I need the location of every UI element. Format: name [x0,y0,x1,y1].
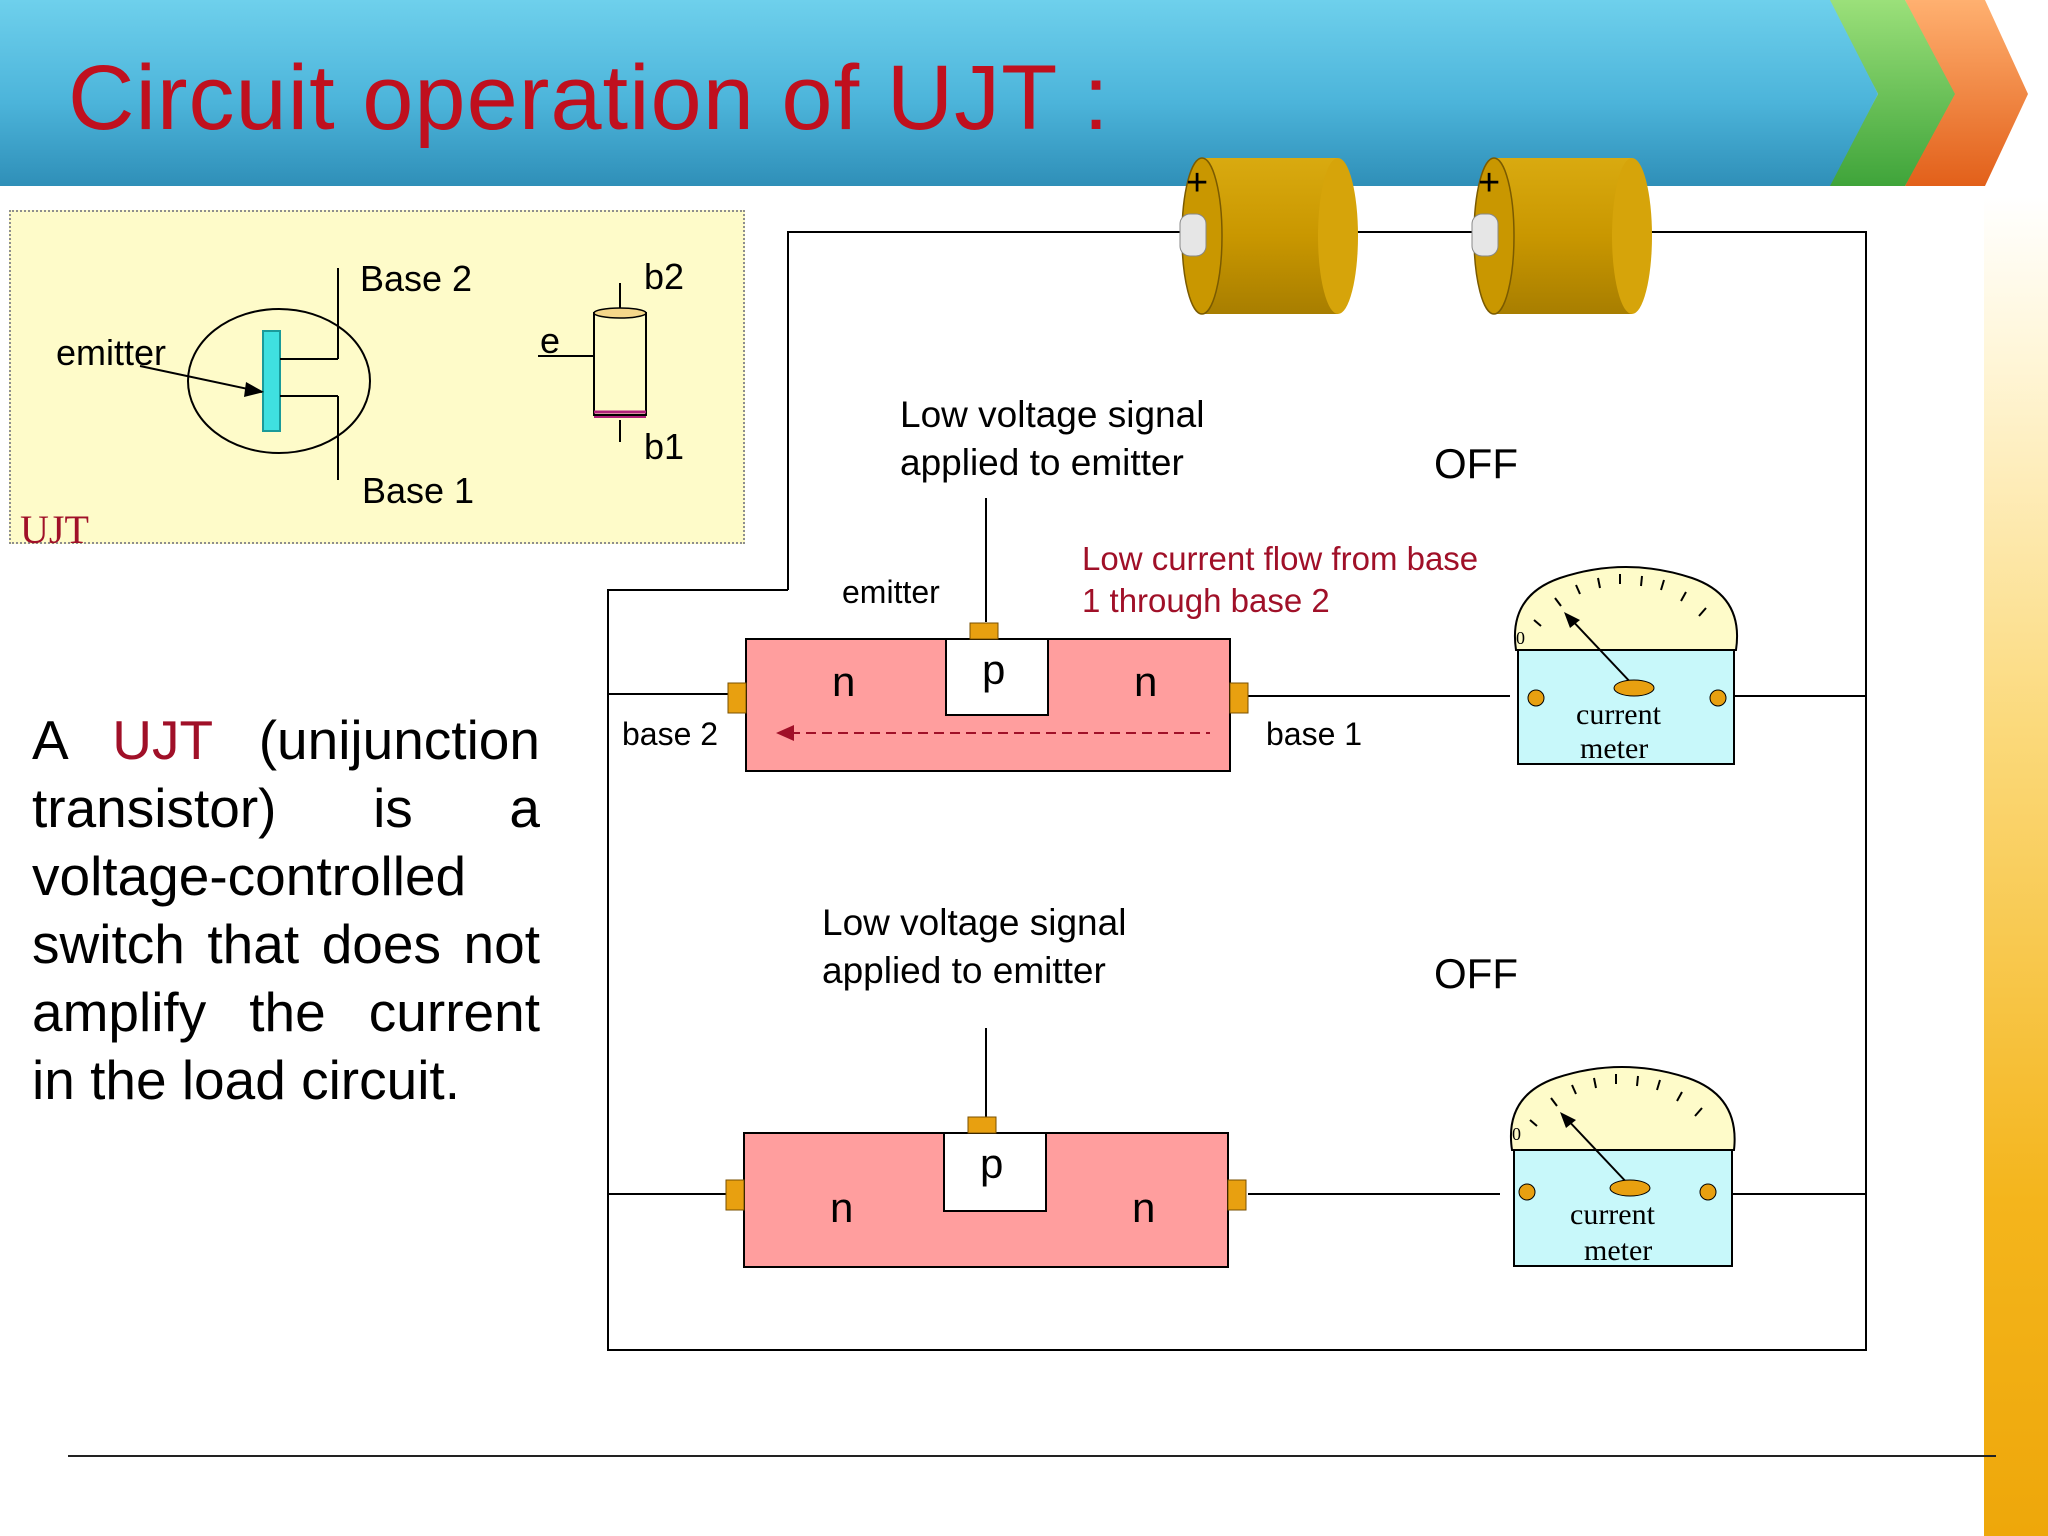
emitter-arrow-icon [244,382,264,397]
footer-divider [68,1455,1996,1457]
bottom-meter-label-2: meter [1584,1234,1653,1267]
bottom-meter-zero: 0 [1512,1124,1521,1144]
chevron-orange [1905,0,2028,186]
top-emitter-label: emitter [842,574,940,610]
top-base2-label: base 2 [622,716,719,752]
top-flow-note-1: Low current flow from base [1082,540,1479,577]
bottom-region-mid: p [980,1140,1004,1187]
ujt-label-base2: Base 2 [360,258,473,299]
top-flow-note-2: 1 through base 2 [1082,582,1330,619]
header-blue-band [0,0,1878,186]
description-prefix: A [32,709,113,771]
battery-plus-2: + [1478,162,1501,204]
top-state-label: OFF [1434,440,1518,487]
bottom-region-right: n [1132,1184,1156,1231]
slide-title: Circuit operation of UJT : [68,47,1110,149]
description-text: A UJT (unijunction transistor) is a volt… [32,706,540,1114]
battery-icon-1 [1179,157,1358,315]
ujt-label-base1: Base 1 [362,470,475,511]
top-signal-label-2: applied to emitter [900,442,1184,483]
bottom-signal-label-2: applied to emitter [822,950,1106,991]
description-rest: (unijunction transistor) is a voltage-co… [32,709,540,1111]
ujt-symbol-bar [262,330,281,432]
battery-icon-2 [1471,157,1652,315]
top-meter-label-1: current [1576,698,1661,731]
top-signal-label-1: Low voltage signal [900,394,1205,435]
chevron-green [1828,0,1955,186]
description-highlight: UJT [112,709,213,771]
ujt-label-emitter: emitter [56,332,167,373]
current-meter-icon-top [1514,566,1738,765]
ujt-caption: UJT [20,507,89,552]
bottom-meter-label-1: current [1570,1198,1655,1231]
top-meter-zero: 0 [1516,628,1525,648]
current-meter-icon-bottom [1510,1066,1736,1267]
ujt-body-bottom [725,1116,1247,1268]
ujt-label-b1: b1 [644,426,685,467]
header-band [0,0,2028,200]
top-meter-label-2: meter [1580,732,1649,765]
ujt-symbol-icon [139,268,647,480]
ujt-symbol-circle [187,308,371,454]
ujt-label-e: e [540,320,561,361]
bottom-signal-label-1: Low voltage signal [822,902,1127,943]
ujt-body-top [727,622,1249,772]
top-region-mid: p [982,646,1006,693]
top-region-right: n [1134,658,1158,705]
right-accent-bar [1984,196,2048,1536]
top-region-left: n [832,658,856,705]
battery-plus-1: + [1186,162,1209,204]
arrow-left-icon [776,725,794,741]
ujt-label-b2: b2 [644,256,685,297]
top-base1-label: base 1 [1266,716,1363,752]
bottom-region-left: n [830,1184,854,1231]
ujt-device-body [593,312,647,416]
bottom-state-label: OFF [1434,950,1518,997]
